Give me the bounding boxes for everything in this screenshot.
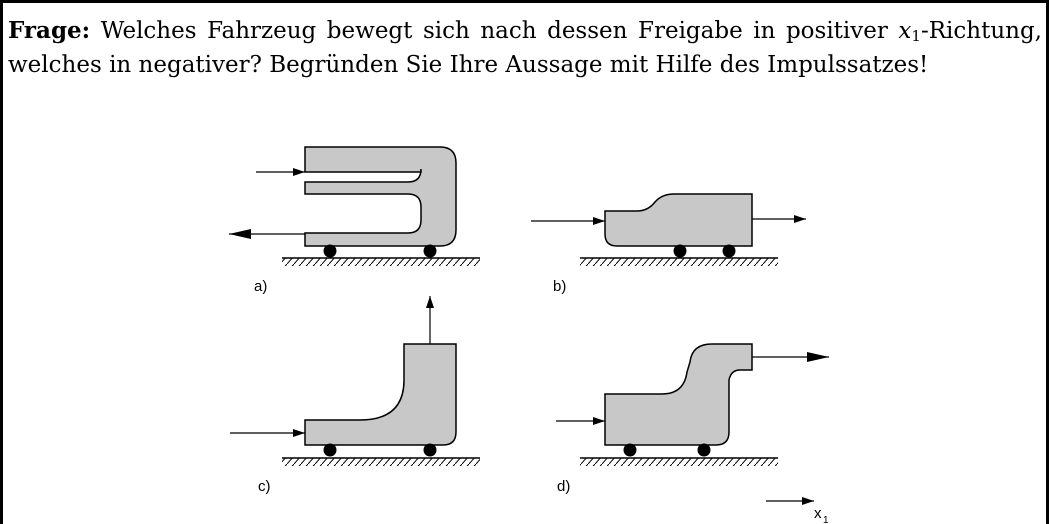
vehicle-b-body — [604, 193, 753, 247]
vehicle-d-body — [604, 343, 753, 446]
vehicle-c: c) — [230, 296, 480, 495]
vehicle-d-wheel-right — [697, 443, 711, 457]
vehicle-b: b) — [531, 193, 806, 295]
vehicle-c-ground-hatch — [282, 458, 480, 466]
vehicle-a-wheel-right — [423, 244, 437, 258]
question-text: Frage: Welches Fahrzeug bewegt sich nach… — [8, 14, 1042, 82]
x1-axis-indicator: x 1 — [766, 497, 829, 524]
variable-subscript: 1 — [911, 27, 921, 45]
label-c: c) — [258, 478, 271, 495]
vehicle-c-body — [304, 343, 457, 446]
question-label: Frage: — [8, 17, 91, 44]
label-d: d) — [557, 478, 570, 495]
vehicle-d-wheel-left — [623, 443, 637, 457]
vehicle-d-ground-hatch — [580, 458, 778, 466]
vehicle-d: d) — [556, 343, 829, 495]
vehicle-b-ground-hatch — [580, 258, 778, 266]
vehicle-a-wheel-left — [323, 244, 337, 258]
variable-x: x — [898, 18, 912, 44]
vehicle-c-wheel-right — [423, 443, 437, 457]
vehicle-c-wheel-left — [323, 443, 337, 457]
label-a: a) — [254, 278, 267, 295]
question-text-part2: -Richtung, welches in negativer? Begründ… — [8, 18, 1042, 78]
vehicle-a-ground-hatch — [282, 258, 480, 266]
x1-axis-label: x — [814, 505, 822, 522]
vehicle-b-wheel-left — [673, 244, 687, 258]
label-b: b) — [553, 278, 566, 295]
vehicle-b-wheel-right — [722, 244, 736, 258]
vehicle-a: a) — [229, 146, 480, 295]
question-text-part1: Welches Fahrzeug bewegt sich nach dessen… — [90, 18, 899, 44]
vehicle-a-body — [304, 146, 457, 247]
x1-axis-subscript: 1 — [823, 515, 829, 524]
